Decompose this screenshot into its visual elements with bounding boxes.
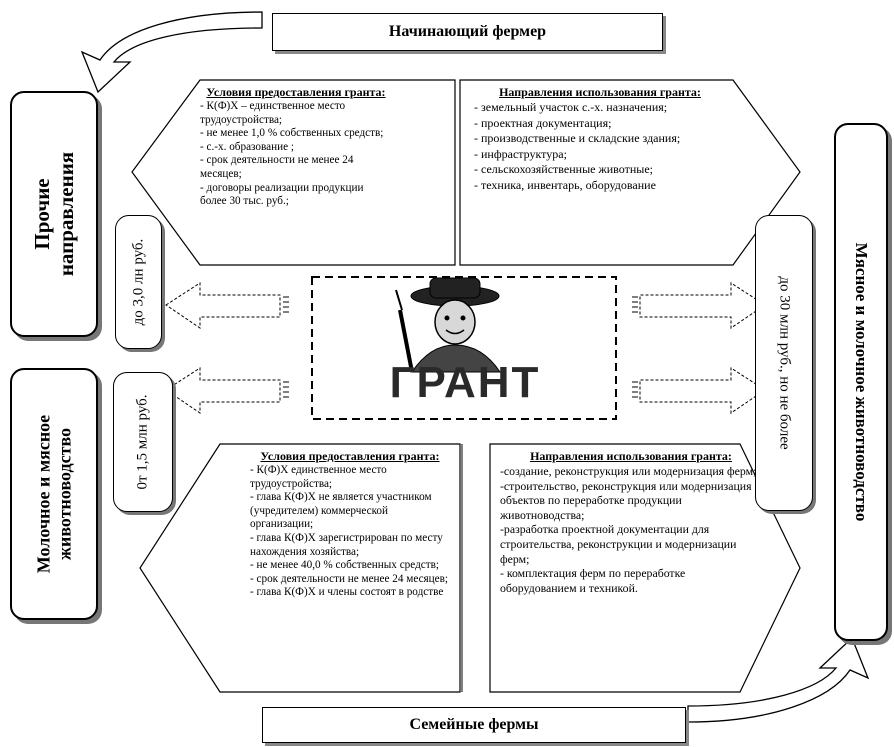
list-item: -строительство, реконструкция или модерн…: [500, 478, 752, 522]
right-direction-box: Мясное и молочное животноводство: [834, 123, 888, 641]
top-right-panel: Направления использования гранта: - земе…: [474, 86, 726, 193]
left-bottom-amount-box: 0т 1,5 млн руб.: [113, 372, 173, 512]
top-left-panel: Условия предоставления гранта: - К(Ф)Х –…: [200, 86, 392, 209]
bottom-title-box: Семейные фермы: [262, 707, 686, 743]
left-top-amount-box: до 3,0 лн руб.: [115, 215, 162, 349]
hatch-marks: [283, 296, 638, 398]
list-item: - производственные и складские здания;: [474, 131, 681, 145]
bottom-left-panel-heading: Условия предоставления гранта:: [260, 449, 440, 463]
list-item: - срок деятельности не менее 24 месяцев;: [250, 572, 449, 585]
top-right-panel-heading: Направления использования гранта:: [499, 85, 701, 99]
farmer-illustration: [395, 277, 501, 373]
list-item: - с.-х. образование ;: [200, 140, 294, 153]
list-item: - глава К(Ф)Х не является участником (уч…: [250, 491, 432, 531]
list-item: -разработка проектной документации для с…: [500, 522, 737, 566]
curved-arrow-top-left: [80, 11, 263, 94]
top-left-panel-heading: Условия предоставления гранта:: [206, 85, 386, 99]
list-item: - инфраструктура;: [474, 146, 567, 161]
list-item: - срок деятельности не менее 24 месяцев;: [200, 154, 354, 180]
bottom-right-hexagon: [489, 443, 801, 693]
left-top-direction-label: Прочие направления: [29, 151, 78, 277]
center-label: ГРАНТ: [389, 358, 541, 407]
top-title: Начинающий фермер: [388, 23, 547, 40]
list-item: - комплектация ферм по переработке обору…: [500, 566, 686, 595]
list-item: - К(Ф)Х единственное место трудоустройст…: [250, 464, 387, 490]
right-direction-label: Мясное и молочное животноводство: [851, 242, 871, 522]
list-item: - сельскохозяйственные животные;: [474, 162, 653, 176]
left-bottom-direction-box: Молочное и мясное животноводство: [10, 368, 98, 620]
left-bottom-amount: 0т 1,5 млн руб.: [134, 394, 151, 490]
top-left-hexagon: [131, 79, 456, 266]
left-top-direction-title: Прочие направления: [30, 139, 78, 289]
list-item: - не менее 40,0 % собственных средств;: [250, 559, 440, 572]
left-arrow-top: [165, 282, 281, 329]
right-arrow-bottom: [639, 367, 766, 414]
bottom-right-panel: Направления использования гранта: -созда…: [500, 450, 762, 595]
list-item: -создание, реконструкция или модернизаци…: [500, 464, 757, 478]
bottom-left-panel: Условия предоставления гранта: - К(Ф)Х е…: [250, 450, 450, 600]
bottom-left-hexagon: [139, 443, 461, 693]
list-item: - техника, инвентарь, оборудование: [474, 177, 656, 192]
list-item: - земельный участок с.-х. назначения;: [474, 100, 668, 114]
right-amount: до 30 млн руб., но не более: [776, 276, 793, 450]
bottom-title: Семейные фермы: [409, 716, 539, 733]
left-bottom-direction-label: Молочное и мясное животноводство: [33, 414, 74, 574]
right-arrow-top: [639, 282, 766, 329]
list-item: - не менее 1,0 % собственных средств;: [200, 127, 384, 140]
list-item: - проектная документация;: [474, 115, 612, 130]
list-item: - глава К(Ф)Х и члены состоят в родстве: [250, 586, 444, 599]
bottom-right-panel-heading: Направления использования гранта:: [530, 449, 732, 463]
list-item: - К(Ф)Х – единственное место трудоустрой…: [200, 100, 346, 126]
top-title-box: Начинающий фермер: [272, 13, 663, 51]
left-top-direction-box: Прочие направления: [10, 91, 98, 337]
list-item: - договоры реализации продукции более 30…: [200, 181, 364, 208]
left-arrow-bottom: [165, 367, 281, 414]
right-amount-box: до 30 млн руб., но не более: [755, 215, 813, 511]
left-top-amount: до 3,0 лн руб.: [129, 238, 146, 326]
list-item: - глава К(Ф)Х зарегистрирован по месту н…: [250, 531, 443, 558]
